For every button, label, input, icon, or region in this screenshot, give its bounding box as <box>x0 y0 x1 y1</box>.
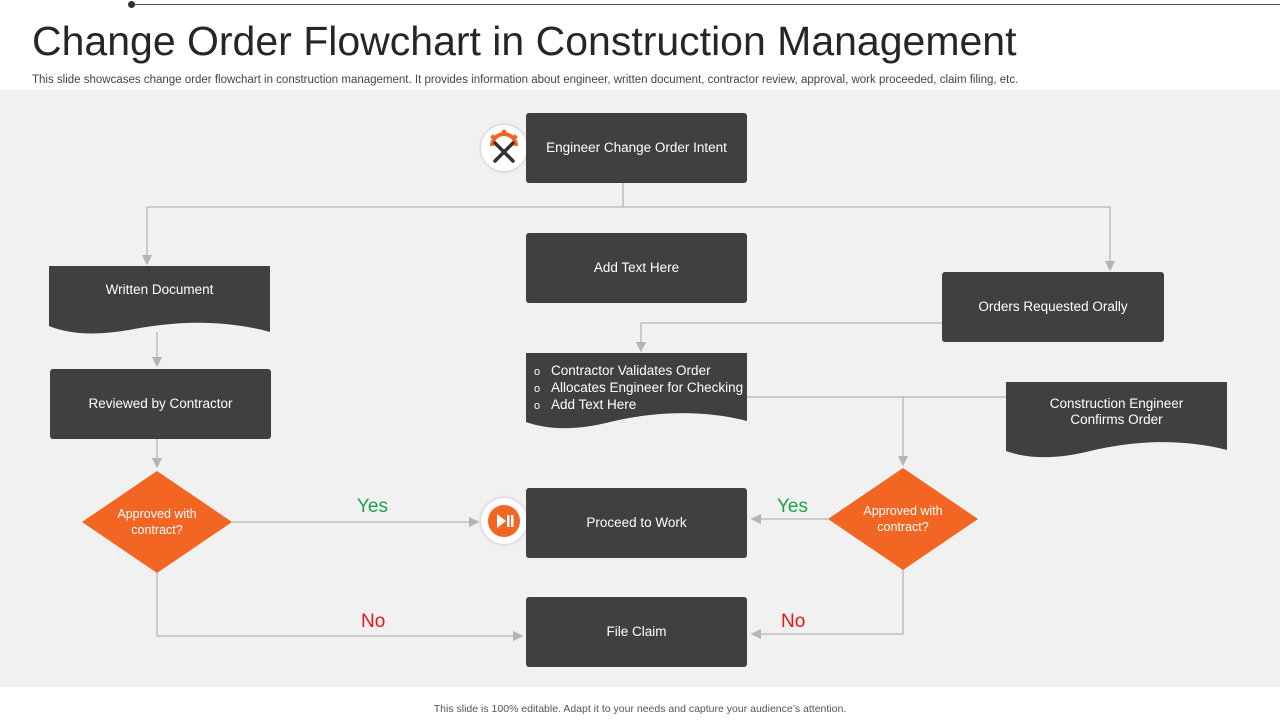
node-written-document: Written Document <box>49 266 270 334</box>
node-oral: Orders Requested Orally <box>942 272 1164 342</box>
top-rule-dot <box>128 1 135 8</box>
connector-no-left <box>156 573 524 642</box>
page-subtitle: This slide showcases change order flowch… <box>32 74 1019 86</box>
node-add-text: Add Text Here <box>526 233 747 303</box>
label-no-left: No <box>361 611 386 632</box>
label-no-right: No <box>781 611 806 632</box>
node-file-claim: File Claim <box>526 597 747 667</box>
decision-approved-left: Approved with contract? <box>82 471 232 573</box>
label-yes-left: Yes <box>357 496 388 517</box>
label-yes-right: Yes <box>777 496 808 517</box>
connector-intent-split <box>147 183 1110 208</box>
decision-approved-right: Approved with contract? <box>828 468 978 570</box>
footer-note: This slide is 100% editable. Adapt it to… <box>433 703 847 715</box>
play-pause-icon <box>481 498 527 544</box>
node-validate: Contractor Validates Order Allocates Eng… <box>526 353 747 431</box>
node-confirms: Construction Engineer Confirms Order <box>1006 382 1227 460</box>
connector-no-right <box>750 570 904 640</box>
gear-tools-icon <box>481 125 527 171</box>
validate-item: Contractor Validates Order <box>534 363 739 380</box>
page-title: Change Order Flowchart in Construction M… <box>32 18 1017 64</box>
validate-item: Add Text Here <box>534 397 739 414</box>
node-reviewed: Reviewed by Contractor <box>50 369 271 439</box>
connector-oral-validate <box>635 322 942 353</box>
top-rule <box>131 4 1280 5</box>
node-intent: Engineer Change Order Intent <box>526 113 747 183</box>
node-proceed: Proceed to Work <box>526 488 747 558</box>
validate-item: Allocates Engineer for Checking <box>534 380 743 397</box>
